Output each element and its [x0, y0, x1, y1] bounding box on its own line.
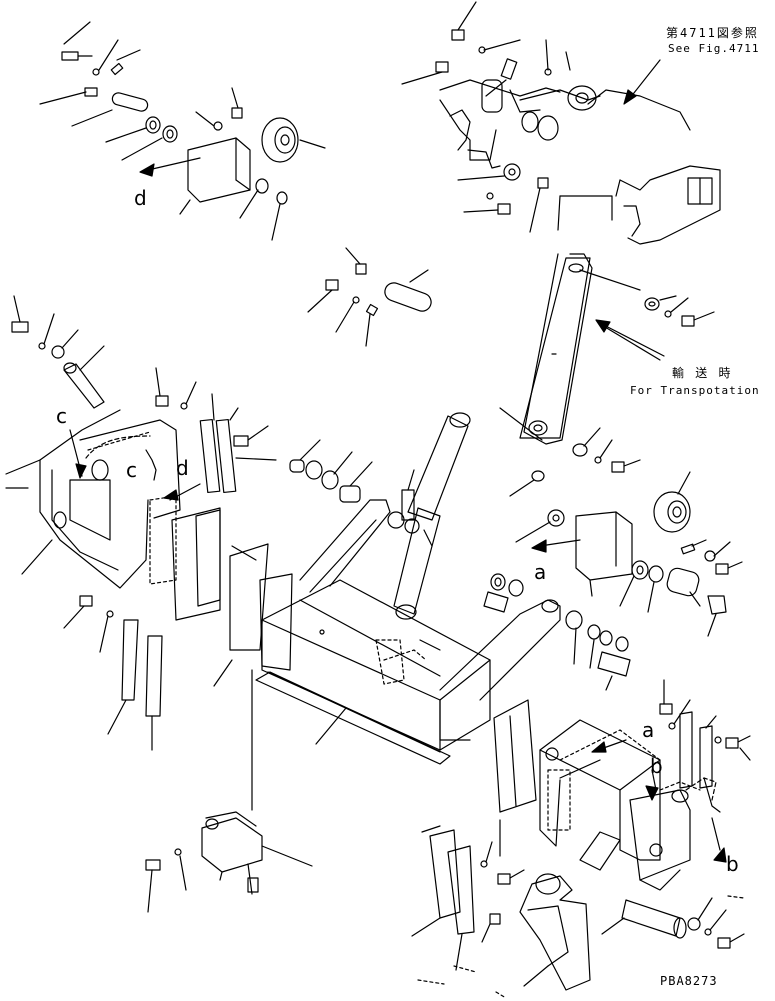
callout-a-lower: a [642, 718, 655, 742]
transport-link-bar [500, 196, 714, 472]
callout-c-left: c [56, 404, 67, 428]
left-frame-assembly [6, 296, 292, 750]
callout-c-mid: c [126, 458, 137, 482]
right-bracket-assembly [484, 471, 742, 690]
callout-b-upper: b [650, 754, 663, 778]
reference-note-en: See Fig.4711 [668, 42, 760, 55]
transport-note-en: For Transpotation [630, 384, 760, 397]
lower-left-clamp [146, 812, 312, 912]
callout-b-lower: b [726, 852, 739, 876]
lower-right-frame-assembly [412, 680, 750, 998]
callout-d-mid: d [176, 456, 189, 480]
callout-d-top: d [134, 186, 147, 210]
reference-note-ja: 第4711図参照 [666, 26, 759, 40]
top-right-link-assembly [402, 2, 720, 244]
top-left-pin-assembly [40, 22, 325, 240]
transport-leader [600, 324, 660, 360]
callout-a-mid: a [534, 560, 547, 584]
transport-note-ja: 輸 送 時 [672, 366, 733, 380]
center-pin-parts [308, 248, 434, 346]
central-frame-assembly [232, 413, 560, 856]
drawing-number: PBA8273 [660, 974, 718, 988]
